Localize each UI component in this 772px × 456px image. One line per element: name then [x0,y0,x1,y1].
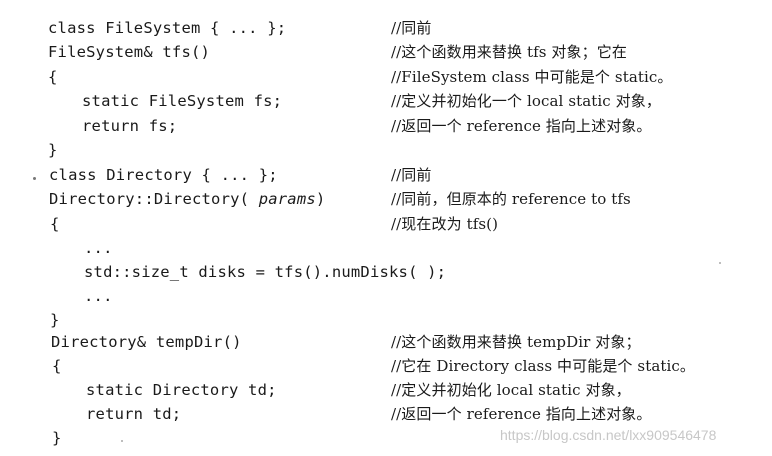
scan-speck [719,262,721,264]
code-segment: class Directory { ... }; [49,166,278,184]
code-comment: //它在 Directory class 中可能是个 static。 [391,357,695,375]
code-text: Directory& tempDir() [51,332,242,352]
code-line: FileSystem& tfs() //这个函数用来替换 tfs 对象；它在 [0,42,772,66]
code-line: Directory::Directory( params) //同前，但原本的 r… [0,189,772,213]
code-text: { [52,356,62,376]
code-segment: } [50,311,60,329]
code-segment: } [52,429,62,447]
code-comment: //这个函数用来替换 tfs 对象；它在 [391,43,627,61]
code-comment: //现在改为 tfs() [391,215,499,233]
code-segment: static FileSystem fs; [82,92,283,110]
code-text: class Directory { ... }; [49,165,278,185]
code-line: } [0,140,772,164]
code-line: Directory& tempDir() //这个函数用来替换 tempDir 对… [0,332,772,356]
code-line: { //FileSystem class 中可能是个 static。 [0,67,772,91]
code-line: } [0,310,772,334]
code-segment: Directory& tempDir() [51,333,242,351]
code-text: std::size_t disks = tfs().numDisks( ); [84,262,446,282]
code-segment: ... [84,239,113,257]
code-text: } [50,310,60,330]
watermark-url: https://blog.csdn.net/lxx909546478 [500,427,717,443]
code-comment: //返回一个 reference 指向上述对象。 [391,405,652,423]
code-segment: ... [84,287,113,305]
code-line: std::size_t disks = tfs().numDisks( ); [0,262,772,286]
scan-speck [33,177,36,180]
code-line: class Directory { ... }; //同前 [0,165,772,189]
code-text: static FileSystem fs; [82,91,282,111]
code-segment: Directory::Directory( [49,190,259,208]
code-comment: //同前 [391,19,432,37]
code-segment: std::size_t disks = tfs().numDisks( ); [84,263,447,281]
code-text: Directory::Directory( params) [49,189,325,209]
code-segment: { [52,357,62,375]
code-segment: return fs; [82,117,178,135]
code-comment: //同前 [391,166,432,184]
code-comment: //FileSystem class 中可能是个 static。 [391,68,673,86]
code-param-italic: params [258,190,316,208]
code-line: static Directory td; //定义并初始化 local stati… [0,380,772,404]
code-text: class FileSystem { ... }; [48,18,286,38]
code-segment: static Directory td; [86,381,277,399]
code-text: FileSystem& tfs() [48,42,210,62]
code-line: { //它在 Directory class 中可能是个 static。 [0,356,772,380]
code-line: return fs; //返回一个 reference 指向上述对象。 [0,116,772,140]
code-line: static FileSystem fs; //定义并初始化一个 local st… [0,91,772,115]
code-text: static Directory td; [86,380,277,400]
code-text: } [48,140,58,160]
code-text: return fs; [82,116,177,136]
code-segment: FileSystem& tfs() [48,43,211,61]
scan-speck [121,440,123,442]
code-line: { //现在改为 tfs() [0,214,772,238]
code-text: { [48,67,58,87]
code-comment: //这个函数用来替换 tempDir 对象； [391,333,641,351]
code-line: return td; //返回一个 reference 指向上述对象。 [0,404,772,428]
code-line: } [0,428,772,452]
code-comment: //定义并初始化 local static 对象， [391,381,631,399]
code-line: ... [0,238,772,262]
code-segment: { [50,215,60,233]
code-text: } [52,428,62,448]
code-text: ... [84,238,113,258]
code-segment: class FileSystem { ... }; [48,19,287,37]
code-text: { [50,214,60,234]
code-comment: //返回一个 reference 指向上述对象。 [391,117,652,135]
code-comment: //同前，但原本的 reference to tfs [391,190,631,208]
code-segment: { [48,68,58,86]
code-text: return td; [86,404,181,424]
code-text: ... [84,286,113,306]
code-segment: return td; [86,405,182,423]
code-comment: //定义并初始化一个 local static 对象， [391,92,661,110]
code-segment: ) [315,190,326,208]
code-line: ... [0,286,772,310]
code-line: class FileSystem { ... }; //同前 [0,18,772,42]
code-segment: } [48,141,58,159]
